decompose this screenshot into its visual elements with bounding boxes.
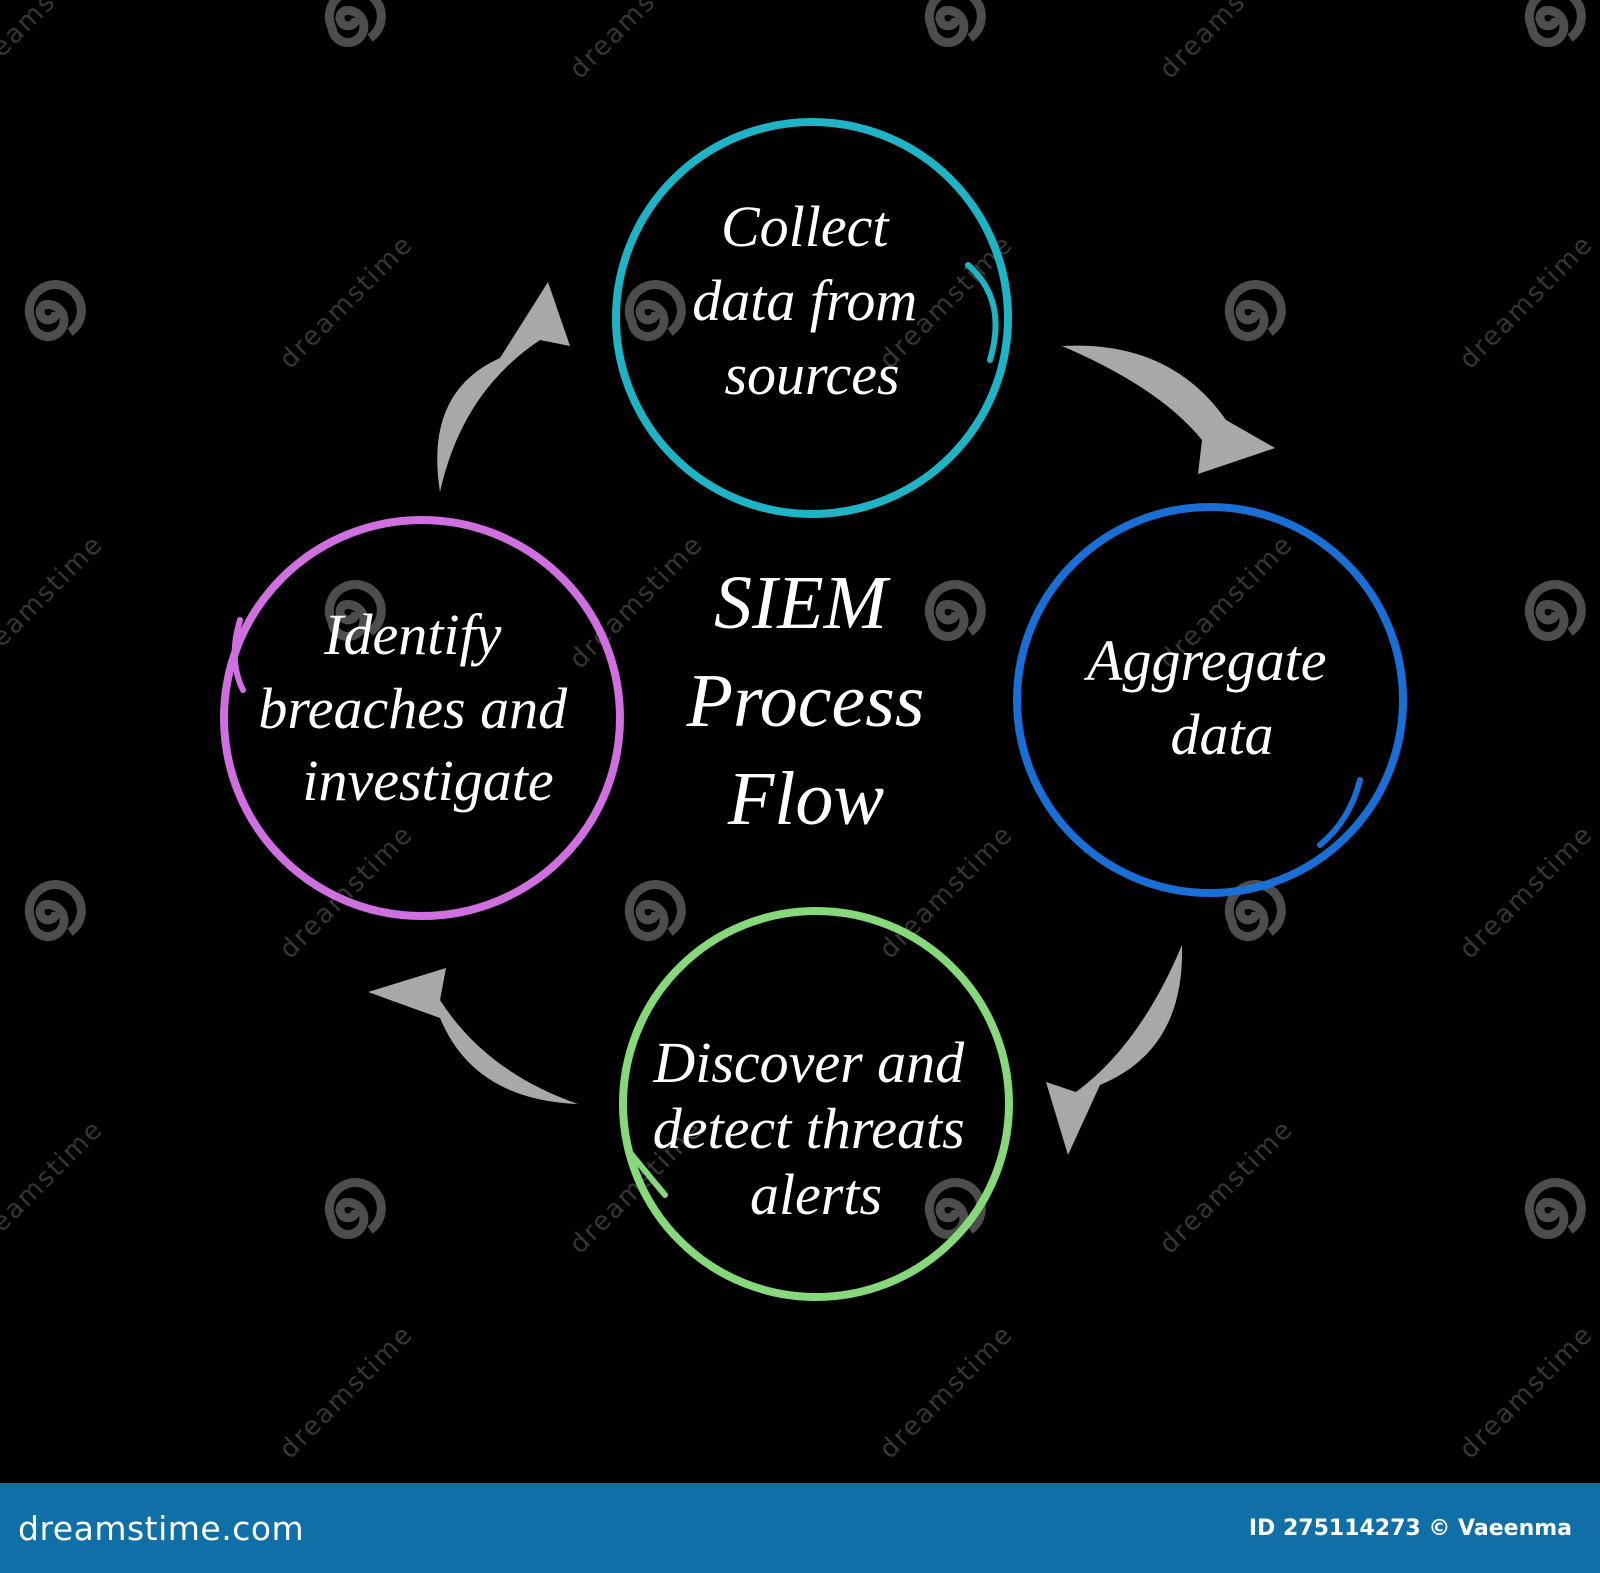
watermark-spiral-icon (24, 880, 86, 941)
center-title-line-3: Flow (727, 757, 885, 841)
watermark-spiral-icon (1224, 880, 1286, 941)
watermark-spiral-icon (924, 0, 986, 47)
footer-bar: dreamstime.com ID 275114273 © Vaeenma (0, 1483, 1600, 1573)
step-aggregate-label: Aggregate data (1083, 628, 1341, 767)
center-title-line-1: SIEM (714, 561, 891, 645)
circle-identify (220, 516, 624, 920)
step-identify-line-3: investigate (302, 748, 553, 813)
step-collect-line-3: sources (724, 342, 899, 407)
watermark-spiral-icon (1524, 1178, 1586, 1239)
circle-aggregate-stroke-tail (1317, 777, 1363, 848)
step-identify-line-2: breaches and (258, 676, 568, 741)
watermark-spiral-icon (24, 280, 86, 341)
step-aggregate-line-1: Aggregate (1083, 628, 1326, 693)
center-title-line-2: Process (686, 659, 925, 743)
watermark-spiral-icon (324, 1178, 386, 1239)
step-aggregate-line-2: data (1170, 702, 1273, 767)
watermark-spiral-icon (1524, 0, 1586, 47)
arrow-discover-to-identify (368, 968, 578, 1104)
watermark-spiral-icon (624, 880, 686, 941)
arrow-identify-to-collect (437, 282, 570, 492)
cycle-arrows (368, 282, 1275, 1155)
step-discover-line-1: Discover and (652, 1030, 965, 1095)
circle-discover-stroke-tail (625, 1147, 668, 1198)
step-identify-line-1: Identify (323, 602, 501, 667)
step-discover-line-3: alerts (750, 1162, 882, 1227)
watermark-spiral-icon (624, 280, 686, 341)
watermark-spiral-icon (1524, 580, 1586, 641)
circle-collect (612, 118, 1012, 518)
watermark-spiral-icon (324, 580, 386, 641)
step-labels: Collect data from sources Aggregate data… (258, 194, 1341, 1227)
step-identify-label: Identify breaches and investigate (258, 602, 581, 813)
circle-discover (619, 907, 1013, 1301)
step-discover-line-2: detect threats (653, 1096, 965, 1161)
arrow-aggregate-to-discover (1046, 945, 1183, 1155)
watermark-spiral-icon (924, 580, 986, 641)
watermark-spiral-icon (1224, 280, 1286, 341)
step-collect-line-1: Collect (721, 194, 890, 259)
step-circles (220, 118, 1407, 1301)
step-discover-label: Discover and detect threats alerts (652, 1030, 979, 1227)
watermark-spiral-icon (924, 1178, 986, 1239)
circle-identify-stroke-tail (231, 617, 246, 693)
center-title: SIEM Process Flow (686, 561, 944, 841)
step-collect-line-2: data from (692, 268, 917, 333)
footer-credit: ID 275114273 © Vaeenma (1248, 1515, 1572, 1541)
arrow-collect-to-aggregate (1062, 345, 1275, 474)
step-collect-label: Collect data from sources (692, 194, 932, 407)
watermark-spiral-icon (324, 0, 386, 47)
circle-collect-stroke-tail (965, 262, 999, 363)
circle-aggregate (1013, 503, 1407, 897)
footer-brand[interactable]: dreamstime.com (18, 1508, 305, 1548)
